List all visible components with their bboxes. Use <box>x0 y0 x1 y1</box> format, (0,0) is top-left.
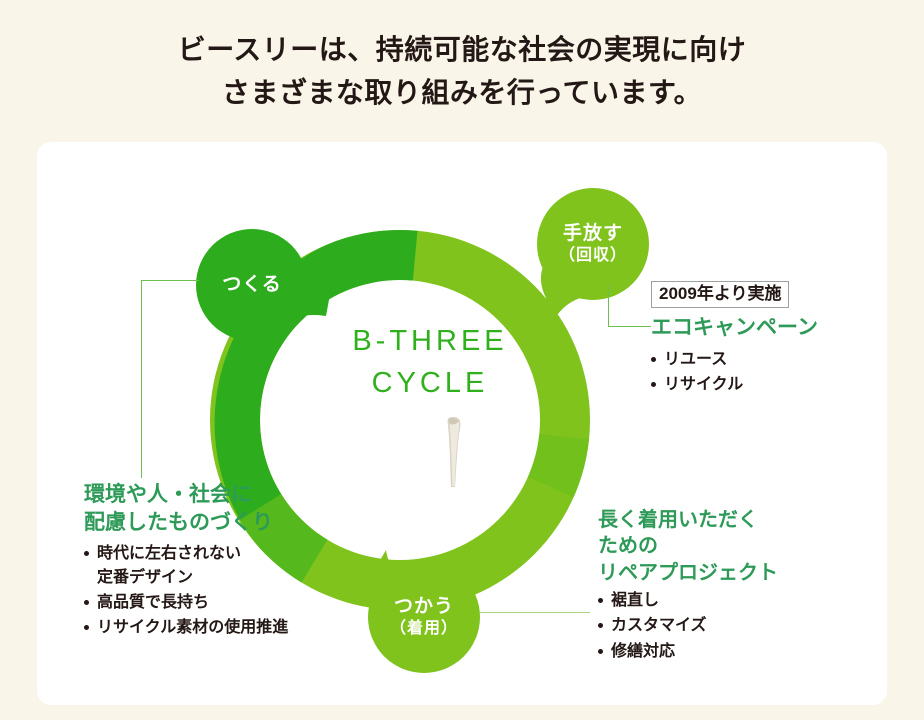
bubble-release[interactable]: 手放す （回収） <box>537 188 649 300</box>
repair-item-0: 裾直し <box>611 592 660 610</box>
make-item-0-line-1: 時代に左右されない <box>97 545 242 563</box>
connector-use <box>480 612 590 613</box>
make-heading: 環境や人・社会に 配慮したものづくり <box>84 481 344 536</box>
repair-heading-line-3: リペアプロジェクト <box>598 561 778 584</box>
list-item: リユース <box>651 348 876 371</box>
list-item: 高品質で長持ち <box>84 591 344 614</box>
bubble-make-label: つくる <box>222 274 282 296</box>
bubble-make[interactable]: つくる <box>196 229 308 341</box>
repair-item-1: カスタマイズ <box>611 617 707 635</box>
list-item: リサイクル素材の使用推進 <box>84 616 344 639</box>
connector-make <box>141 280 199 478</box>
repair-list: 裾直し カスタマイズ 修繕対応 <box>598 589 848 663</box>
text-block-making: 環境や人・社会に 配慮したものづくり 時代に左右されない 定番デザイン 高品質で… <box>84 481 344 641</box>
repair-heading-line-2: ための <box>598 535 658 558</box>
connector-release <box>608 284 651 327</box>
pants-icon <box>447 417 461 487</box>
eco-item-0: リユース <box>664 351 728 369</box>
list-item: カスタマイズ <box>598 614 848 637</box>
make-heading-line-1: 環境や人・社会に <box>84 483 252 506</box>
make-item-0-line-2: 定番デザイン <box>97 568 194 586</box>
eco-year-badge: 2009年より実施 <box>651 281 790 309</box>
text-block-repair: 長く着用いただく ための リペアプロジェクト 裾直し カスタマイズ 修繕対応 <box>598 507 848 665</box>
make-item-1-line-1: 高品質で長持ち <box>97 593 210 611</box>
bubble-use-label: つかう <box>393 596 454 618</box>
eco-item-1: リサイクル <box>664 376 744 394</box>
make-item-2-line-1: リサイクル素材の使用推進 <box>97 619 289 636</box>
center-logo: B-THREE CYCLE <box>310 320 550 404</box>
repair-item-2: 修繕対応 <box>611 642 676 660</box>
repair-heading-line-1: 長く着用いただく <box>598 509 758 531</box>
center-logo-line-2: CYCLE <box>371 367 489 400</box>
center-logo-line-1: B-THREE <box>352 325 508 357</box>
list-item: 裾直し <box>598 589 848 612</box>
bubble-release-label: 手放す <box>562 223 623 245</box>
list-item: リサイクル <box>651 373 876 396</box>
page-title-line-1: ビースリーは、持続可能な社会の実現に向け <box>177 34 747 65</box>
bubble-use[interactable]: つかう （着用） <box>368 561 480 673</box>
make-heading-line-2: 配慮したものづくり <box>84 510 273 534</box>
eco-list: リユース リサイクル <box>651 348 876 396</box>
text-block-eco-campaign: 2009年より実施 エコキャンペーン リユース リサイクル <box>651 281 876 398</box>
page-title: ビースリーは、持続可能な社会の実現に向け さまざまな取り組みを行っています。 <box>0 28 924 115</box>
page-title-line-2: さまざまな取り組みを行っています。 <box>221 77 703 109</box>
eco-heading: エコキャンペーン <box>651 316 818 340</box>
bubble-release-sublabel: （回収） <box>558 246 627 264</box>
list-item: 修繕対応 <box>598 640 848 663</box>
bubble-use-sublabel: （着用） <box>389 619 458 637</box>
make-list: 時代に左右されない 定番デザイン 高品質で長持ち リサイクル素材の使用推進 <box>84 542 344 639</box>
repair-heading: 長く着用いただく ための リペアプロジェクト <box>598 507 848 586</box>
list-item: 時代に左右されない 定番デザイン <box>84 542 344 588</box>
